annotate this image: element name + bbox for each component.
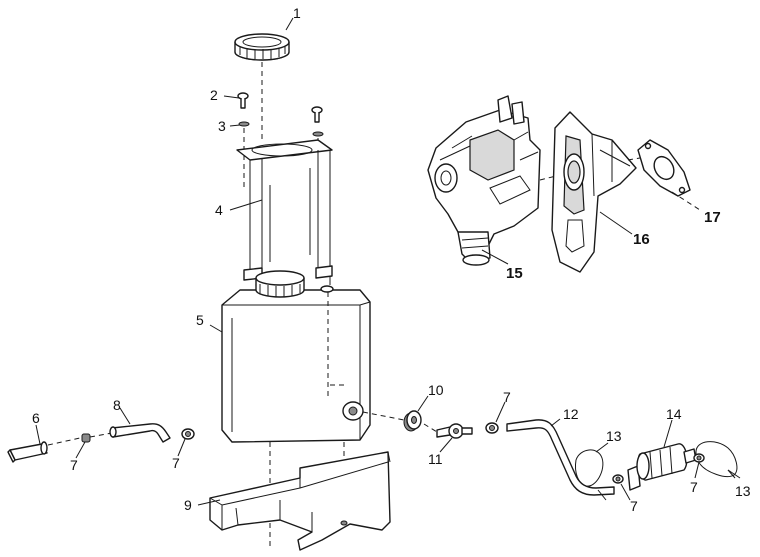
callout-7d: 7 [630, 498, 638, 514]
part-6-filter-sleeve [7, 441, 48, 463]
assembly-line-11 [423, 423, 438, 433]
leader-4 [229, 199, 263, 211]
callout-13b: 13 [735, 483, 751, 499]
part-4-tank-bracket [236, 139, 333, 285]
callout-7c: 7 [503, 389, 511, 405]
callout-7b: 7 [172, 455, 180, 471]
part-7-clamp-e [693, 453, 705, 463]
leader-7b [177, 438, 186, 457]
leader-3 [229, 124, 241, 127]
part-2-screw-left [237, 92, 249, 109]
part-3-washer-left [238, 121, 250, 127]
part-5-fuel-tank [221, 270, 371, 443]
callout-10: 10 [428, 382, 444, 398]
part-12-fuel-line [506, 419, 615, 496]
part-11-fuel-valve [436, 423, 473, 439]
callout-7e: 7 [690, 479, 698, 495]
leader-17 [671, 191, 701, 211]
callout-16: 16 [633, 231, 650, 248]
leader-13a [595, 442, 609, 453]
leader-14 [663, 419, 673, 448]
callout-4: 4 [215, 202, 223, 218]
callout-6: 6 [32, 410, 40, 426]
callout-9: 9 [184, 497, 192, 513]
leader-9 [197, 499, 221, 506]
leader-7a [75, 441, 86, 459]
callout-11: 11 [428, 451, 443, 467]
assembly-line-16-17 [627, 157, 641, 161]
callout-3: 3 [218, 118, 226, 134]
callout-1: 1 [293, 5, 301, 21]
part-3-washer-right [312, 131, 324, 137]
assembly-line-6 [47, 437, 81, 446]
leader-7c [495, 401, 506, 423]
assembly-line-15-16 [539, 175, 557, 181]
callout-14: 14 [666, 406, 682, 422]
part-7-clamp-c [485, 422, 499, 434]
callout-12: 12 [563, 406, 579, 422]
part-2-screw-right [311, 106, 323, 123]
callout-13a: 13 [606, 428, 622, 444]
leader-7e [694, 461, 700, 479]
callout-7a: 7 [70, 457, 78, 473]
callout-8: 8 [113, 397, 121, 413]
part-17-gasket [637, 139, 691, 197]
leader-1 [285, 17, 294, 31]
leader-8 [119, 407, 131, 425]
leader-13b [727, 469, 736, 479]
part-1-fuel-cap [234, 33, 290, 61]
leader-6 [35, 424, 41, 445]
callout-5: 5 [196, 312, 204, 328]
callout-2: 2 [210, 87, 218, 103]
part-8-elbow-hose [109, 423, 171, 443]
assembly-line-tank [327, 292, 345, 400]
assembly-line-7a [89, 432, 113, 438]
leader-16 [599, 211, 633, 235]
leader-5 [209, 324, 223, 333]
part-7-clamp-b [181, 428, 195, 440]
part-9-base-frame [209, 451, 391, 551]
part-14-fuel-filter [627, 443, 697, 491]
leader-12 [550, 418, 561, 427]
part-10-grommet [403, 410, 422, 432]
part-15-carburetor [427, 95, 541, 266]
leader-2 [223, 95, 240, 99]
leader-11 [439, 437, 453, 453]
callout-15: 15 [506, 265, 523, 282]
leader-15 [481, 249, 509, 265]
part-7-clamp-a [81, 433, 91, 443]
part-7-clamp-d [612, 474, 624, 484]
callout-17: 17 [704, 209, 721, 226]
part-16-insulator [551, 111, 637, 273]
leader-10 [417, 395, 429, 412]
part-13-clip-left [575, 449, 607, 501]
leader-7d [620, 483, 631, 501]
assembly-line-10 [362, 411, 405, 421]
